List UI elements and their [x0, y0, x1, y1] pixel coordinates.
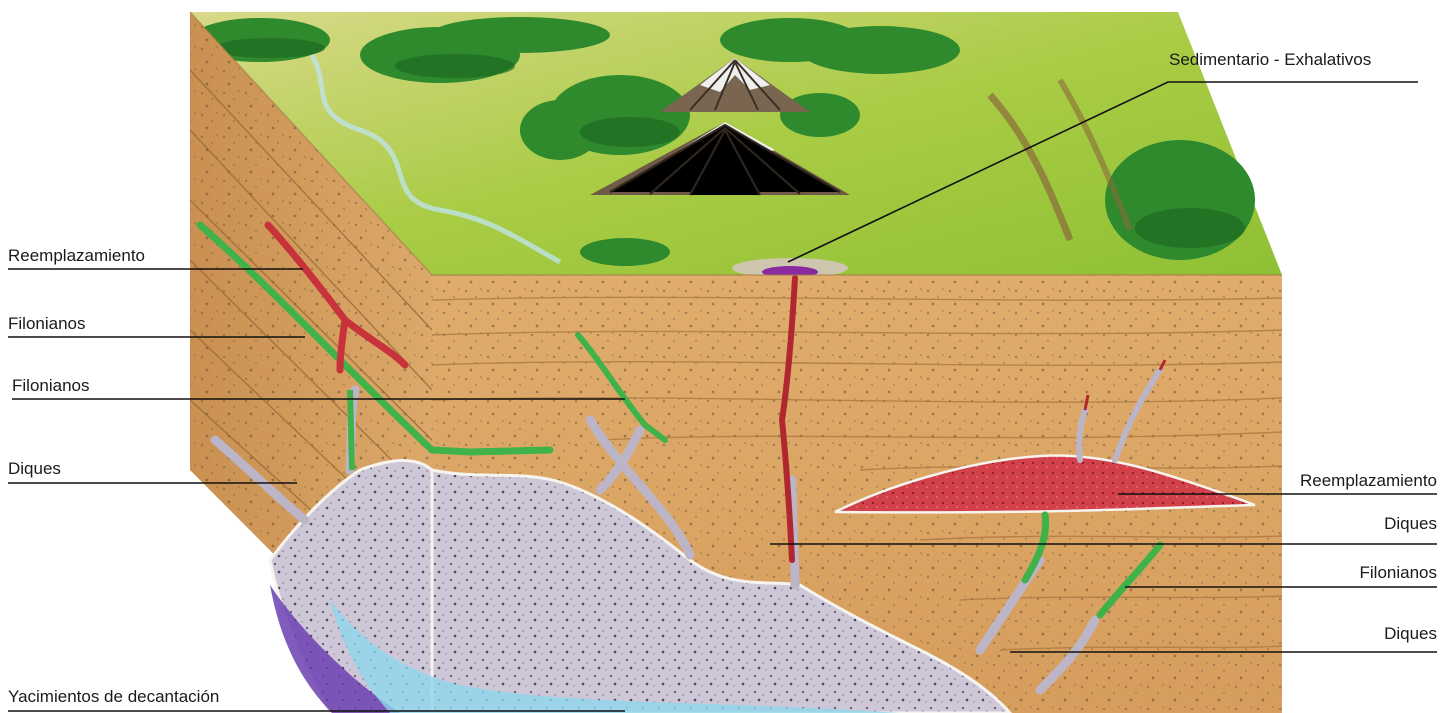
label-reemplazamiento-right: Reemplazamiento [1300, 471, 1437, 491]
label-filonianos-left-1: Filonianos [8, 314, 86, 334]
label-yacimientos-decantacion: Yacimientos de decantación [8, 687, 219, 707]
label-reemplazamiento-left: Reemplazamiento [8, 246, 145, 266]
label-diques-right-2: Diques [1384, 624, 1437, 644]
label-filonianos-right: Filonianos [1360, 563, 1438, 583]
label-diques-left: Diques [8, 459, 61, 479]
label-diques-right-1: Diques [1384, 514, 1437, 534]
label-sedimentario-exhalativos: Sedimentario - Exhalativos [1169, 50, 1371, 70]
label-filonianos-left-2: Filonianos [12, 376, 90, 396]
